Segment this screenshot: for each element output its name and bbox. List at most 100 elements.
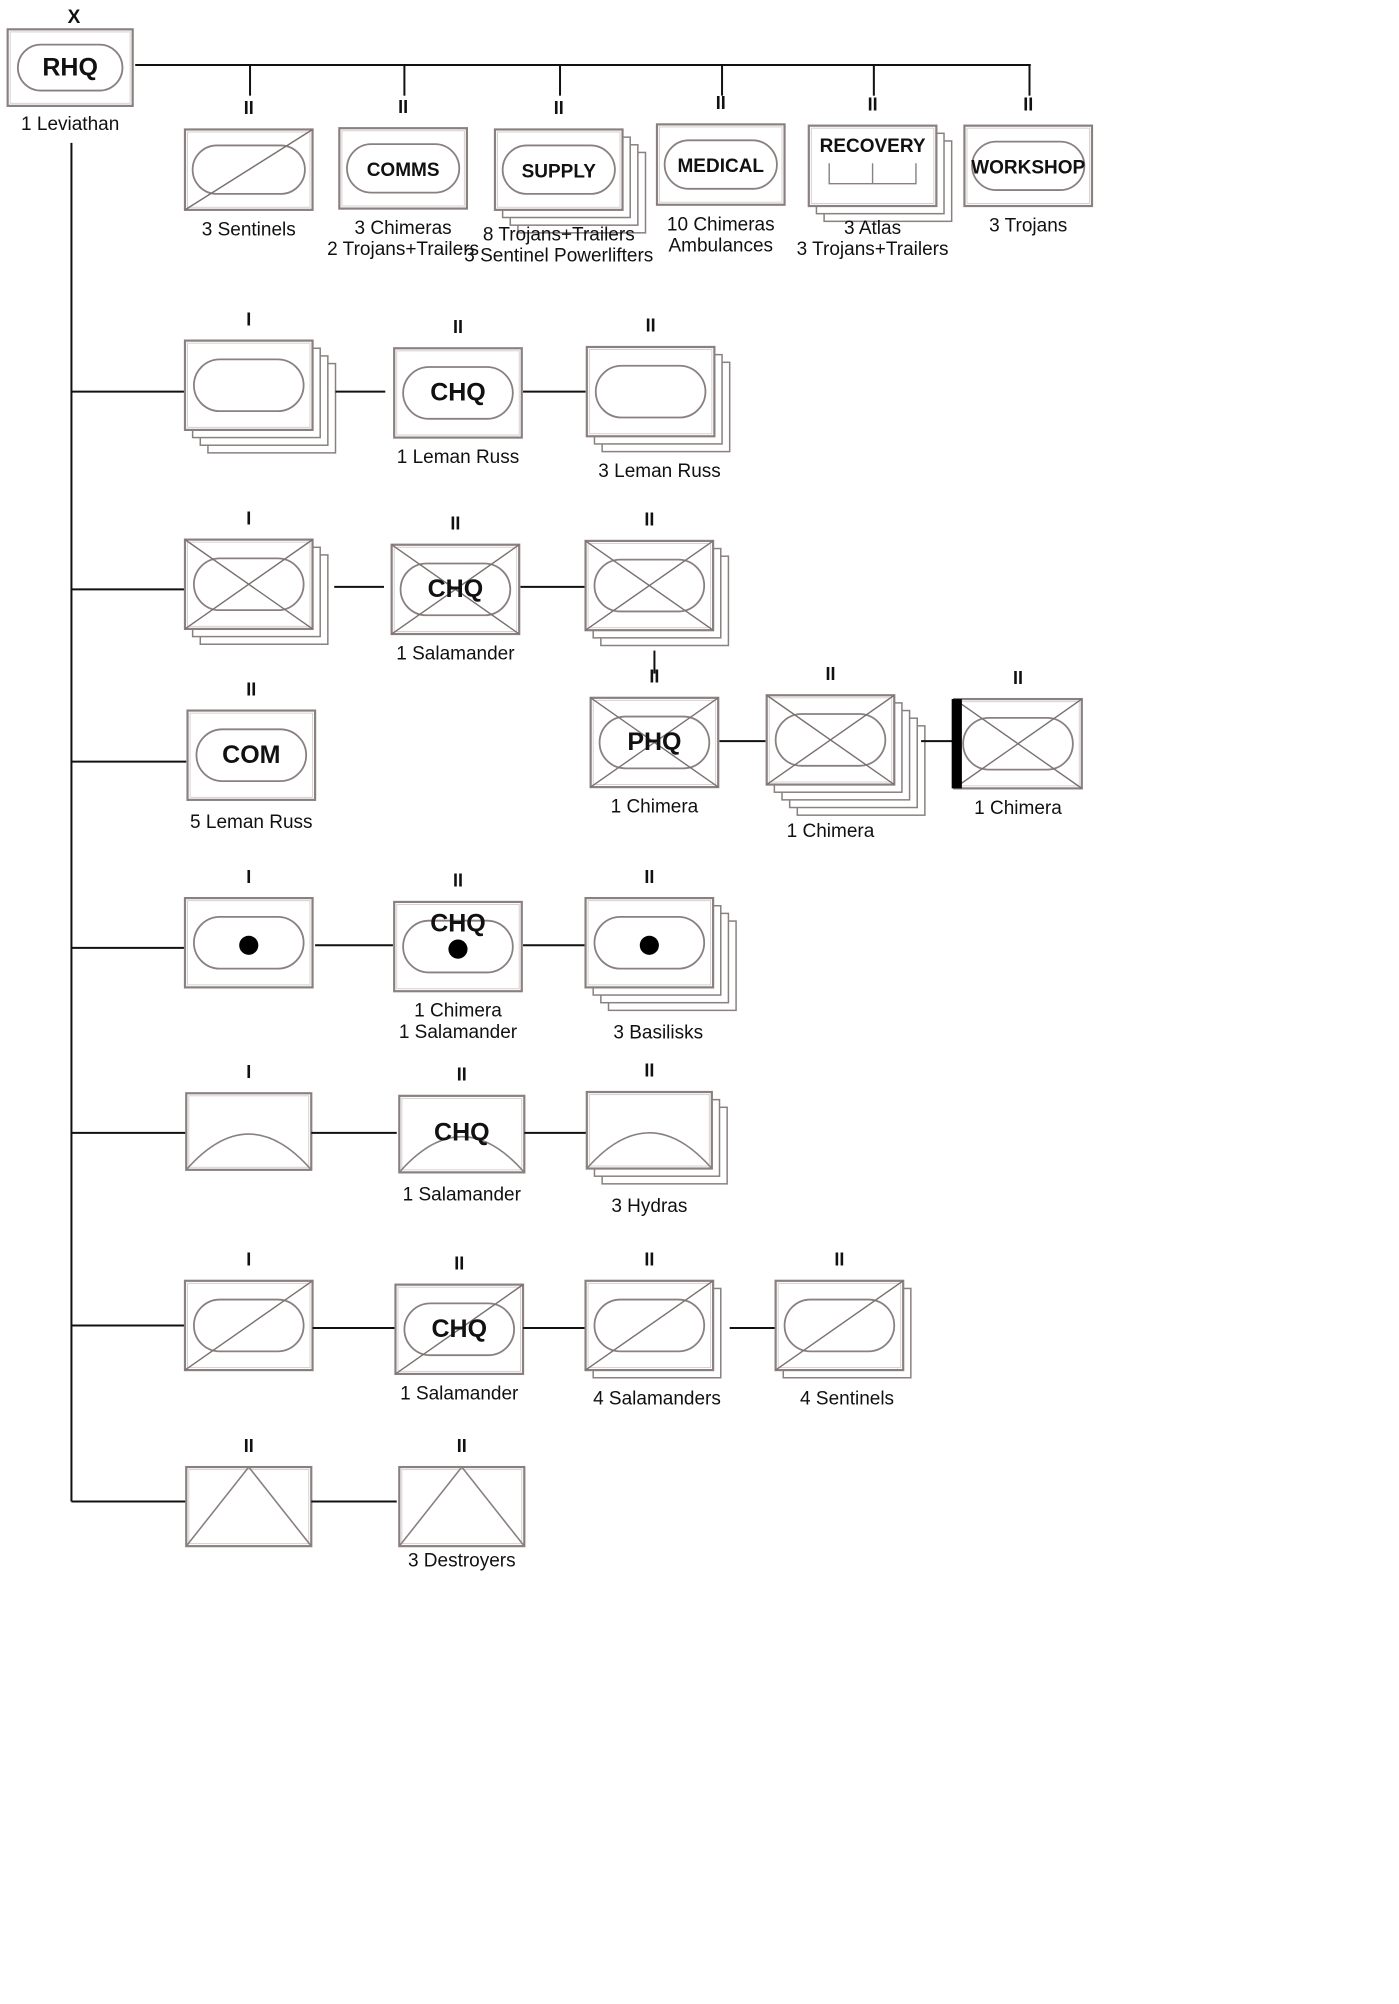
armour-oval: [193, 915, 305, 970]
armour-oval: [195, 728, 308, 783]
frame-border: [497, 131, 621, 208]
armour-oval: [774, 713, 887, 767]
artillery-dot-icon: [639, 935, 659, 955]
unit-label: CHQ: [430, 379, 486, 407]
frame-border: [588, 349, 713, 435]
unit-label: RECOVERY: [820, 136, 926, 157]
air-defence-arc: [586, 1132, 713, 1170]
armour-oval: [598, 715, 711, 770]
armour-oval: [501, 144, 616, 195]
destroyer-squadron: II3 Destroyers: [398, 1436, 526, 1572]
air-defence-battery: II3 Hydras: [585, 1061, 728, 1217]
frame-border: [587, 900, 712, 986]
frame-border: [588, 1094, 710, 1167]
artillery-dot-icon: [448, 939, 468, 959]
recon-diagonal-line: [184, 128, 313, 211]
unit-label: CHQ: [428, 575, 484, 603]
unit-frame: [585, 345, 716, 438]
echelon-marker: II: [244, 1436, 254, 1456]
frame-border: [396, 350, 520, 436]
frame-border: [188, 1095, 310, 1168]
unit-frame: [186, 709, 317, 801]
unit-caption: Ambulances: [668, 235, 773, 256]
recon-diagonal-line: [395, 1284, 524, 1375]
unit-caption: 3 Sentinels: [202, 219, 296, 240]
heavy-weapons-bar: [951, 699, 962, 789]
armour-oval: [403, 1302, 516, 1357]
echelon-marker: II: [454, 1253, 464, 1273]
tank-platoon-1: I: [183, 309, 337, 454]
unit-frame: [493, 128, 624, 211]
frame-border: [187, 131, 311, 208]
unit-frame: [398, 1094, 526, 1174]
air-defence-arc: [185, 1133, 312, 1171]
unit-caption: 3 Chimeras: [355, 218, 452, 239]
unit-frame: [585, 1090, 713, 1170]
frame-border: [341, 130, 465, 207]
armour-oval: [346, 143, 461, 194]
mech-company: II: [584, 510, 730, 647]
armour-oval: [593, 558, 706, 613]
armour-oval: [663, 139, 778, 190]
armour-oval: [594, 364, 707, 419]
unit-frame: [6, 28, 134, 107]
echelon-marker: II: [1023, 94, 1033, 114]
unit-label: COMMS: [367, 160, 440, 181]
recon-diagonal-line: [585, 1280, 714, 1371]
air-defence-arc: [398, 1136, 525, 1173]
unit-caption: 5 Leman Russ: [190, 812, 313, 833]
infantry-cross-line: [590, 697, 719, 788]
echelon-marker: II: [834, 1249, 844, 1269]
echelon-marker: II: [644, 510, 654, 530]
unit-label: CHQ: [430, 909, 486, 937]
unit-caption: 4 Sentinels: [800, 1389, 894, 1410]
frame-border: [777, 1282, 902, 1369]
echelon-marker: II: [457, 1065, 467, 1085]
echelon-marker: II: [457, 1436, 467, 1456]
armour-oval: [593, 915, 706, 970]
frame-border: [189, 712, 314, 798]
unit-label: COM: [222, 741, 280, 769]
echelon-marker: II: [825, 664, 835, 684]
artillery-dot-icon: [239, 935, 259, 955]
echelon-marker: II: [453, 317, 463, 337]
echelon-marker: I: [246, 867, 251, 887]
echelon-marker: I: [246, 309, 251, 329]
frame-border: [966, 127, 1090, 204]
tank-chq: CHQ II 1 Leman Russ: [393, 317, 523, 468]
mech-platoon-1: I: [183, 508, 329, 645]
echelon-marker: II: [398, 97, 408, 117]
unit-frame: [183, 339, 314, 432]
anti-tank-triangle: [398, 1465, 525, 1547]
unit-frame: [655, 123, 786, 206]
air-defence-platoon-1: I: [185, 1062, 313, 1171]
frame-border: [187, 900, 311, 986]
infantry-cross-line: [766, 694, 895, 786]
unit-caption: 1 Salamander: [399, 1022, 518, 1043]
recon-salamanders: II4 Salamanders: [584, 1249, 722, 1410]
armour-oval: [783, 1298, 896, 1353]
unit-caption: 3 Hydras: [611, 1196, 687, 1217]
platoon-squads: II1 Chimera: [765, 664, 926, 842]
unit-frame: [393, 347, 523, 439]
unit-caption: 3 Atlas: [844, 218, 901, 239]
support-unit-sentinels: II3 Sentinels: [183, 98, 314, 240]
unit-caption: 1 Leman Russ: [397, 447, 520, 468]
heavy-weapons-squad: II1 Chimera: [951, 668, 1083, 819]
unit-label: RHQ: [42, 53, 98, 81]
unit-caption: 2 Trojans+Trailers: [327, 239, 479, 260]
echelon-marker: II: [246, 679, 256, 699]
unit-caption: 3 Trojans: [989, 216, 1067, 237]
infantry-cross-line: [184, 539, 313, 630]
recon-diagonal-line: [184, 1280, 313, 1371]
command-com: COM II 5 Leman Russ: [186, 679, 317, 833]
unit-frame: [185, 1465, 313, 1548]
frame-border: [401, 1097, 523, 1171]
frame-border: [397, 1286, 521, 1372]
